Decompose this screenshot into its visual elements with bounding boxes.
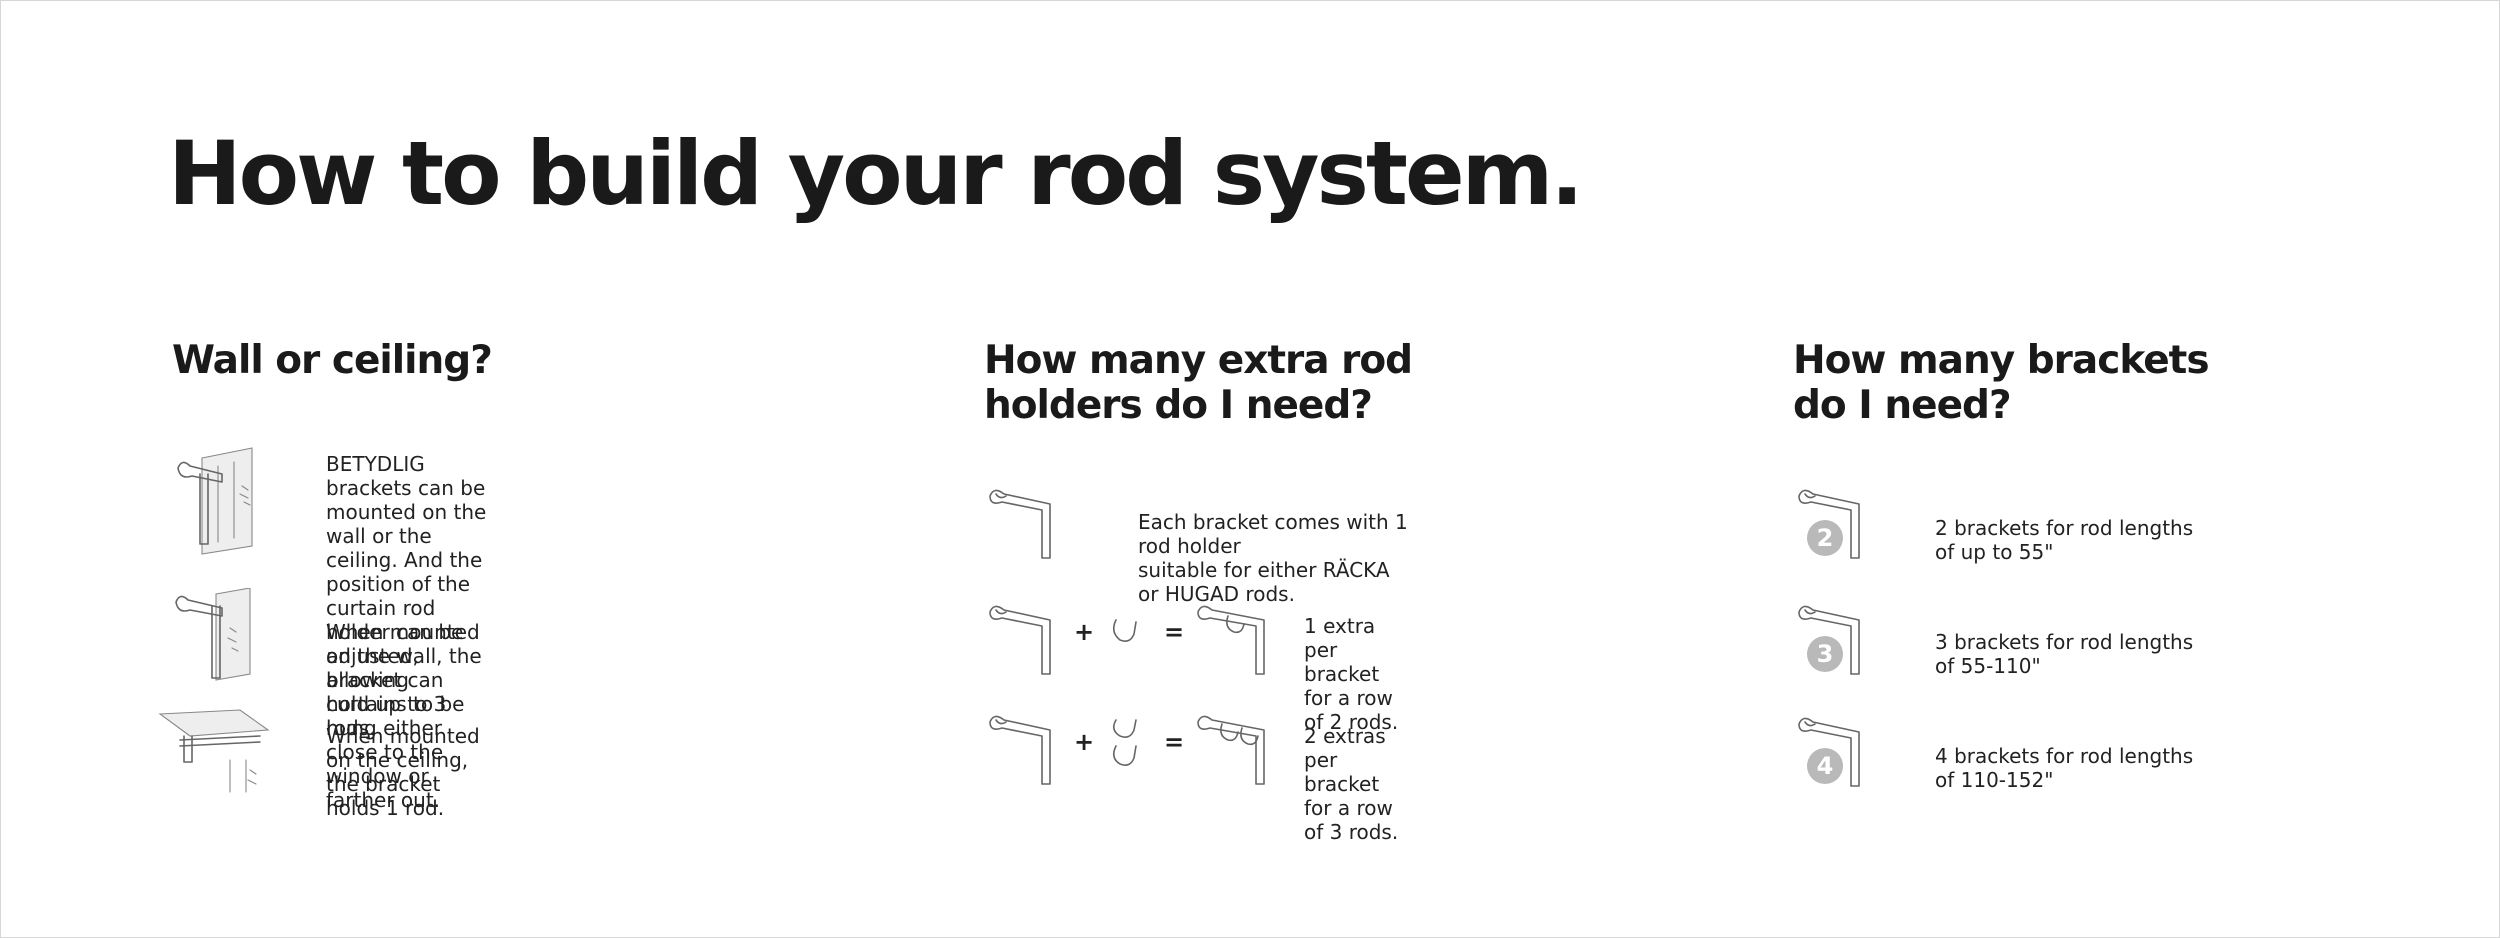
rod-holder-icon	[1106, 612, 1146, 652]
row-text: When mounted on the ceiling, the bracket…	[326, 724, 480, 820]
ceiling-bracket-icon	[150, 700, 280, 796]
wall-mounted-bracket-icon	[172, 446, 262, 556]
bracket-plus-one-holder-icon	[1192, 602, 1278, 678]
page-title: How to build your rod system.	[168, 122, 1584, 225]
section-extra-rod-holders: How many extra rod holders do I need? Ea…	[984, 338, 1413, 844]
section-heading: Wall or ceiling?	[172, 338, 493, 383]
section-wall-or-ceiling: Wall or ceiling? BETYDLIG brackets can b…	[158, 338, 493, 820]
row-text: 4 brackets for rod lengths of 110-152"	[1935, 744, 2194, 792]
bracket-icon	[1793, 714, 1873, 790]
wall-bracket-window-icon	[172, 588, 262, 688]
row-text: 2 brackets for rod lengths of up to 55"	[1935, 516, 2194, 564]
two-rod-holders-icon	[1106, 716, 1146, 776]
section-heading: How many extra rod holders do I need?	[984, 338, 1413, 428]
count-badge: 4	[1807, 748, 1843, 784]
row-text: 1 extra per bracket for a row of 2 rods.	[1304, 614, 1399, 734]
bracket-plus-two-holders-icon	[1192, 712, 1278, 788]
bracket-icon	[1793, 486, 1873, 562]
plus-sign: +	[1074, 728, 1095, 756]
bracket-icon	[1793, 602, 1873, 678]
row-text: BETYDLIG brackets can be mounted on the …	[326, 452, 487, 812]
equals-sign: =	[1164, 728, 1185, 756]
count-badge: 3	[1807, 636, 1843, 672]
equals-sign: =	[1164, 618, 1185, 646]
bracket-icon	[984, 712, 1064, 788]
row-text: 3 brackets for rod lengths of 55-110"	[1935, 630, 2194, 678]
plus-sign: +	[1074, 618, 1095, 646]
bracket-icon	[984, 602, 1064, 678]
section-heading: How many brackets do I need?	[1793, 338, 2210, 428]
row-text: 2 extras per bracket for a row of 3 rods…	[1304, 724, 1399, 844]
section-brackets-needed: How many brackets do I need? 2 2 bracket…	[1793, 338, 2210, 792]
row-text: When mounted on the wall, the bracket ca…	[326, 620, 482, 740]
count-badge: 2	[1807, 520, 1843, 556]
bracket-icon	[984, 486, 1064, 562]
row-text: Each bracket comes with 1 rod holder sui…	[1138, 510, 1408, 606]
